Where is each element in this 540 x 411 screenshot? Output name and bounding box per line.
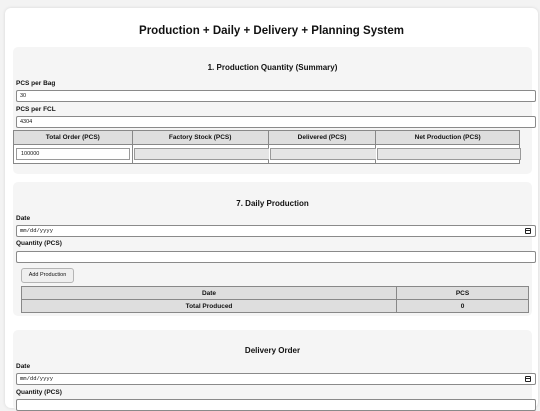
- summary-table: Total Order (PCS) Factory Stock (PCS) De…: [13, 130, 521, 164]
- col-pcs: PCS: [396, 286, 529, 300]
- daily-qty-input[interactable]: [16, 251, 536, 263]
- page-container: Production + Daily + Delivery + Planning…: [5, 8, 538, 411]
- daily-qty-label: Quantity (PCS): [16, 240, 62, 247]
- add-production-button[interactable]: Add Production: [21, 268, 74, 283]
- col-delivered: Delivered (PCS): [267, 130, 377, 145]
- daily-date-input[interactable]: mm/dd/yyyy: [16, 225, 536, 237]
- net-production-input[interactable]: [377, 148, 521, 160]
- col-date: Date: [21, 286, 397, 300]
- total-produced-label: Total Produced: [21, 299, 397, 313]
- delivery-qty-label: Quantity (PCS): [16, 389, 62, 396]
- delivery-qty-input[interactable]: [16, 399, 536, 411]
- delivery-order-section: Delivery Order Date mm/dd/yyyy Quantity …: [13, 330, 536, 411]
- delivery-date-input[interactable]: mm/dd/yyyy: [16, 373, 536, 385]
- pcs-per-bag-input[interactable]: 30: [16, 90, 536, 102]
- pcs-per-fcl-label: PCS per FCL: [16, 106, 56, 113]
- delivery-heading: Delivery Order: [244, 346, 301, 355]
- calendar-icon[interactable]: [525, 228, 531, 234]
- pcs-per-bag-label: PCS per Bag: [16, 80, 56, 87]
- page-title: Production + Daily + Delivery + Planning…: [139, 25, 404, 37]
- daily-date-placeholder: mm/dd/yyyy: [20, 227, 54, 234]
- daily-production-table: Date PCS Total Produced 0: [21, 286, 529, 313]
- calendar-icon[interactable]: [525, 376, 531, 382]
- delivery-date-placeholder: mm/dd/yyyy: [20, 375, 54, 382]
- total-produced-value: 0: [396, 299, 529, 313]
- daily-date-label: Date: [16, 215, 31, 222]
- col-factory-stock: Factory Stock (PCS): [131, 130, 269, 145]
- total-order-input[interactable]: 100000: [16, 148, 130, 160]
- col-net-production: Net Production (PCS): [375, 130, 520, 145]
- delivery-date-label: Date: [16, 363, 31, 370]
- col-total-order: Total Order (PCS): [13, 130, 133, 145]
- pcs-per-fcl-input[interactable]: 4304: [16, 116, 536, 128]
- factory-stock-input[interactable]: [133, 148, 270, 160]
- summary-heading: 1. Production Quantity (Summary): [207, 63, 338, 72]
- delivered-input[interactable]: [269, 148, 378, 160]
- daily-heading: 7. Daily Production: [236, 199, 309, 208]
